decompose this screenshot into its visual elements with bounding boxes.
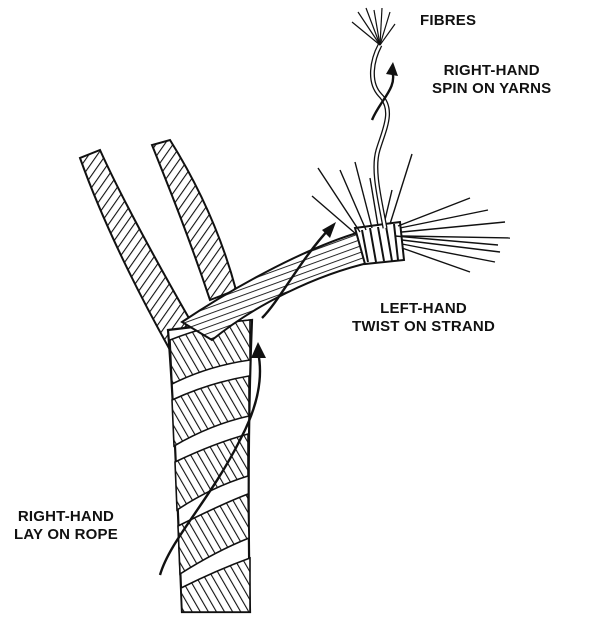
label-spin-line2: SPIN ON YARNS [432, 80, 551, 98]
rope-body [168, 320, 252, 612]
label-lay-on-rope: RIGHT-HAND LAY ON ROPE [14, 508, 118, 544]
label-fibres-text: FIBRES [420, 12, 476, 30]
label-lay-line1: RIGHT-HAND [14, 508, 118, 526]
label-twist-line2: TWIST ON STRAND [352, 318, 495, 336]
label-twist-on-strand: LEFT-HAND TWIST ON STRAND [352, 300, 495, 336]
label-lay-line2: LAY ON ROPE [14, 526, 118, 544]
label-twist-line1: LEFT-HAND [352, 300, 495, 318]
label-fibres: FIBRES [420, 12, 476, 30]
label-spin-on-yarns: RIGHT-HAND SPIN ON YARNS [432, 62, 551, 98]
label-spin-line1: RIGHT-HAND [432, 62, 551, 80]
